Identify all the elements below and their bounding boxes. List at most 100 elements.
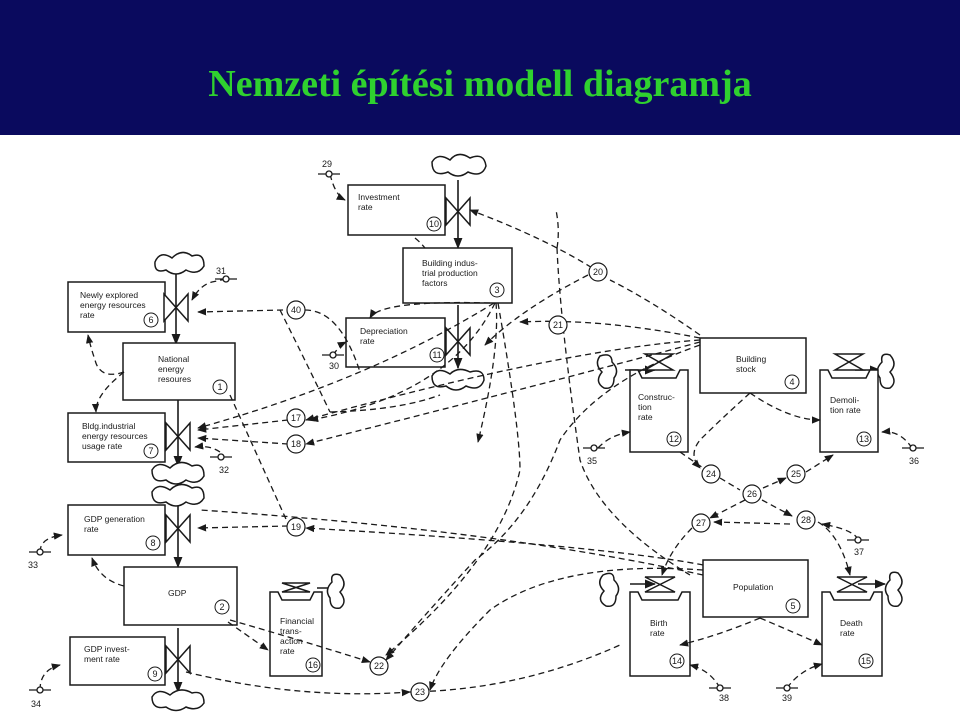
- info-link: [469, 209, 601, 274]
- valve-icon: [165, 421, 191, 452]
- info-link: [39, 532, 63, 553]
- level-number: 5: [790, 601, 795, 611]
- valve-icon: [163, 292, 189, 323]
- info-link: [555, 209, 559, 249]
- level-box-gdp-generation: [67, 504, 166, 556]
- info-link: [185, 671, 411, 697]
- info-link: [305, 339, 701, 422]
- slide-title: Nemzeti építési modell diagramja: [208, 63, 752, 105]
- level-box-population: [702, 559, 809, 618]
- level-number: 2: [219, 602, 224, 612]
- tank-number: 13: [859, 434, 869, 444]
- info-link: [429, 567, 704, 691]
- cloud-icon: [151, 461, 205, 485]
- aux-node-label: 22: [374, 661, 384, 671]
- tank-construction-rate: [629, 369, 689, 453]
- valve-icon: [165, 644, 191, 675]
- constant-label: 36: [909, 456, 919, 466]
- info-link: [484, 274, 589, 346]
- constant-label: 37: [854, 547, 864, 557]
- aux-node-label: 21: [553, 320, 563, 330]
- level-box-newly-explored: [67, 281, 166, 333]
- info-link: [194, 442, 221, 453]
- info-link: [713, 518, 791, 526]
- valve-icon: [832, 353, 866, 371]
- level-label-gdp: GDP: [168, 588, 187, 598]
- aux-node-label: 40: [291, 305, 301, 315]
- info-link: [229, 619, 371, 664]
- aux-node-label: 19: [291, 522, 301, 532]
- cloud-icon: [431, 153, 487, 177]
- level-box-depreciation-rate: [345, 317, 446, 368]
- valve-icon: [165, 513, 191, 544]
- level-number: 8: [150, 538, 155, 548]
- valve-icon: [644, 576, 676, 593]
- level-box-gdp: [123, 566, 238, 626]
- info-link: [91, 557, 125, 587]
- aux-node: [588, 262, 608, 282]
- aux-node: [742, 484, 762, 504]
- info-link: [229, 394, 291, 529]
- info-link: [821, 521, 859, 541]
- aux-node: [286, 517, 306, 537]
- constant-label: 34: [31, 699, 41, 709]
- cloud-icon: [151, 689, 205, 712]
- aux-node: [286, 434, 306, 454]
- info-link: [385, 302, 521, 656]
- info-link: [86, 334, 125, 375]
- cloud-icon: [431, 368, 485, 391]
- level-box-investment-rate: [347, 184, 446, 236]
- info-link: [519, 317, 701, 339]
- constant-label: 38: [719, 693, 729, 703]
- info-link: [762, 477, 787, 489]
- info-link: [197, 434, 289, 445]
- aux-node: [286, 408, 306, 428]
- constant-label: 39: [782, 693, 792, 703]
- level-number: 1: [217, 382, 222, 392]
- valve-icon: [836, 576, 868, 593]
- level-box-building-factors: [402, 247, 513, 304]
- level-box-building-stock: [699, 337, 807, 394]
- level-label-gdp-investment: GDP invest-ment rate: [84, 644, 130, 664]
- level-number: 7: [148, 446, 153, 456]
- info-link: [369, 301, 491, 319]
- level-number: 9: [152, 669, 157, 679]
- info-link: [689, 663, 721, 689]
- level-number: 3: [494, 285, 499, 295]
- info-link: [409, 644, 621, 693]
- info-link: [329, 394, 441, 413]
- cloud-icon: [326, 573, 345, 610]
- info-link: [679, 617, 761, 647]
- constant-label: 29: [322, 159, 332, 169]
- info-link: [304, 309, 361, 373]
- aux-node-label: 23: [415, 687, 425, 697]
- valve-icon: [281, 582, 311, 593]
- aux-node: [286, 300, 306, 320]
- level-box-national-energy: [122, 342, 236, 401]
- level-box-bldg-industrial: [67, 412, 166, 463]
- aux-node: [691, 513, 711, 533]
- info-link: [197, 308, 284, 316]
- aux-node-label: 18: [291, 439, 301, 449]
- aux-node-label: 27: [696, 518, 706, 528]
- tank-financial-rate: [269, 591, 323, 677]
- aux-node: [701, 464, 721, 484]
- info-link: [305, 524, 704, 566]
- info-link: [39, 663, 61, 691]
- info-link: [817, 521, 852, 576]
- constant-label: 30: [329, 361, 339, 371]
- info-link: [759, 617, 823, 646]
- info-link: [691, 392, 751, 469]
- valve-icon: [445, 196, 471, 227]
- aux-node-label: 17: [291, 413, 301, 423]
- constant-label: 35: [587, 456, 597, 466]
- info-link: [786, 662, 823, 689]
- aux-node-label: 20: [593, 267, 603, 277]
